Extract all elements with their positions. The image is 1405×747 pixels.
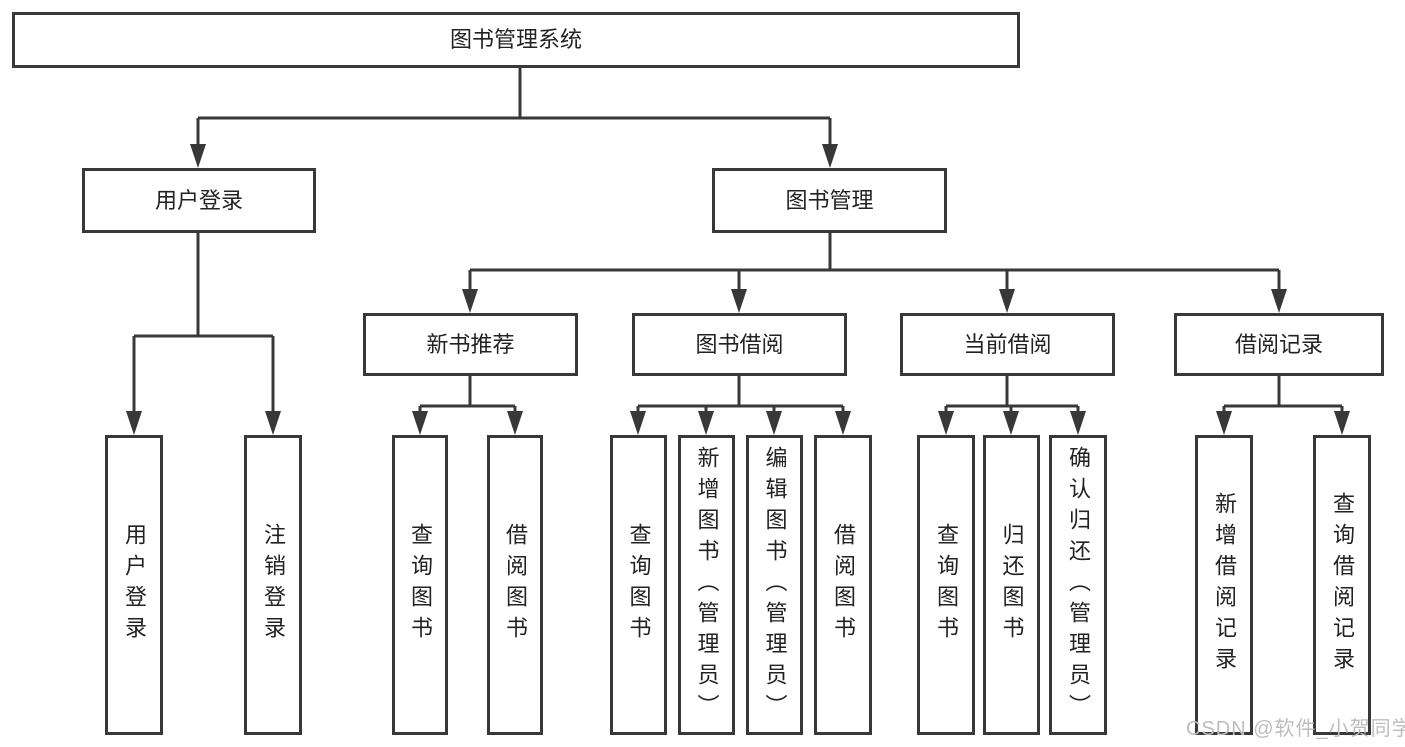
arrow-down-icon xyxy=(1334,411,1350,435)
arrow-down-icon xyxy=(1070,411,1086,435)
arrow-down-icon xyxy=(630,411,646,435)
arrow-down-icon xyxy=(1216,411,1232,435)
leaf-confirm-return-admin: 确认归还（管理员） xyxy=(1049,435,1107,735)
arrow-down-icon xyxy=(126,411,142,435)
leaf-query-books-3: 查询图书 xyxy=(917,435,975,735)
leaf-edit-books-admin: 编辑图书（管理员） xyxy=(746,435,803,735)
csdn-watermark: CSDN @软件_小贺同学 xyxy=(1186,718,1405,740)
leaf-query-books-1: 查询图书 xyxy=(392,435,448,735)
node-user-login: 用户登录 xyxy=(82,168,316,233)
arrow-down-icon xyxy=(1003,411,1019,435)
leaf-borrow-books-2: 借阅图书 xyxy=(814,435,872,735)
node-book-management: 图书管理 xyxy=(712,168,947,233)
arrow-down-icon xyxy=(938,411,954,435)
node-current-borrowing: 当前借阅 xyxy=(900,313,1115,376)
connector-paths xyxy=(132,68,1344,413)
leaf-borrow-books-1: 借阅图书 xyxy=(487,435,543,735)
arrow-down-icon xyxy=(190,144,206,168)
node-borrowing-records: 借阅记录 xyxy=(1174,313,1384,376)
arrow-down-icon xyxy=(507,411,523,435)
connector-borrowrecords-to-leaves xyxy=(1222,376,1344,413)
connector-newbookrec-to-leaves xyxy=(418,376,517,413)
arrow-down-icon xyxy=(1271,289,1287,313)
connector-bookborrow-to-leaves xyxy=(636,376,845,413)
leaf-add-books-admin: 新增图书（管理员） xyxy=(678,435,735,735)
arrow-down-icon xyxy=(731,289,747,313)
arrow-down-icon xyxy=(412,411,428,435)
arrow-down-icon xyxy=(766,411,782,435)
connector-root-to-level2 xyxy=(196,68,832,146)
arrow-down-icon xyxy=(265,411,281,435)
node-library-management-system: 图书管理系统 xyxy=(12,12,1020,68)
arrow-down-icon xyxy=(999,289,1015,313)
connector-userlogin-to-leaves xyxy=(132,233,275,413)
connector-currentborrow-to-leaves xyxy=(944,376,1080,413)
node-new-book-recommend: 新书推荐 xyxy=(363,313,578,376)
node-book-borrowing: 图书借阅 xyxy=(632,313,847,376)
leaf-query-books-2: 查询图书 xyxy=(610,435,667,735)
arrow-down-icon xyxy=(822,144,838,168)
arrowheads xyxy=(126,144,1350,435)
arrow-down-icon xyxy=(462,289,478,313)
leaf-logout: 注销登录 xyxy=(244,435,302,735)
arrow-down-icon xyxy=(835,411,851,435)
leaf-add-borrow-record: 新增借阅记录 xyxy=(1195,435,1253,735)
arrow-down-icon xyxy=(698,411,714,435)
leaf-query-borrow-record: 查询借阅记录 xyxy=(1313,435,1371,735)
connector-bookmgmt-to-level3 xyxy=(468,233,1281,291)
leaf-return-books: 归还图书 xyxy=(983,435,1040,735)
leaf-user-login: 用户登录 xyxy=(105,435,163,735)
